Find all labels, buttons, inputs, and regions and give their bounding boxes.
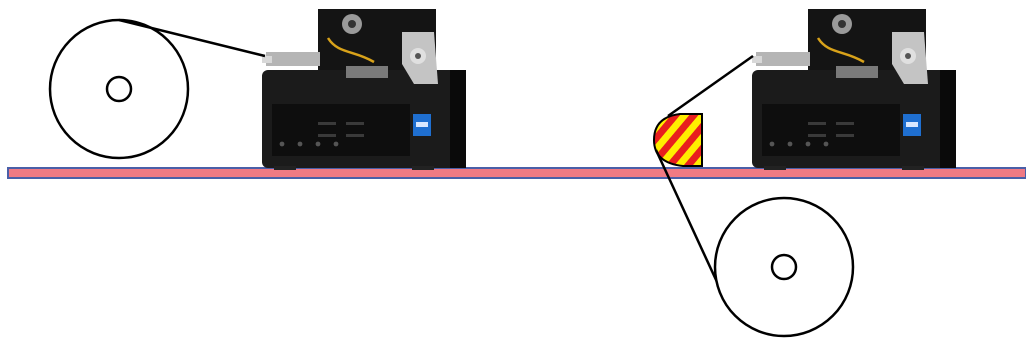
striped-label-pad: [652, 113, 703, 167]
conveyor-rail: [7, 167, 1026, 179]
web-line-left: [118, 18, 266, 58]
printer-applicator-left: [260, 7, 468, 172]
roll-right-core: [770, 253, 798, 281]
roll-left-core: [105, 75, 133, 103]
web-line-to-roll: [654, 149, 719, 283]
printer-applicator-right: [750, 7, 958, 172]
roll-right: [713, 196, 855, 338]
roll-left: [48, 18, 266, 160]
web-line-to-printer: [667, 54, 754, 118]
